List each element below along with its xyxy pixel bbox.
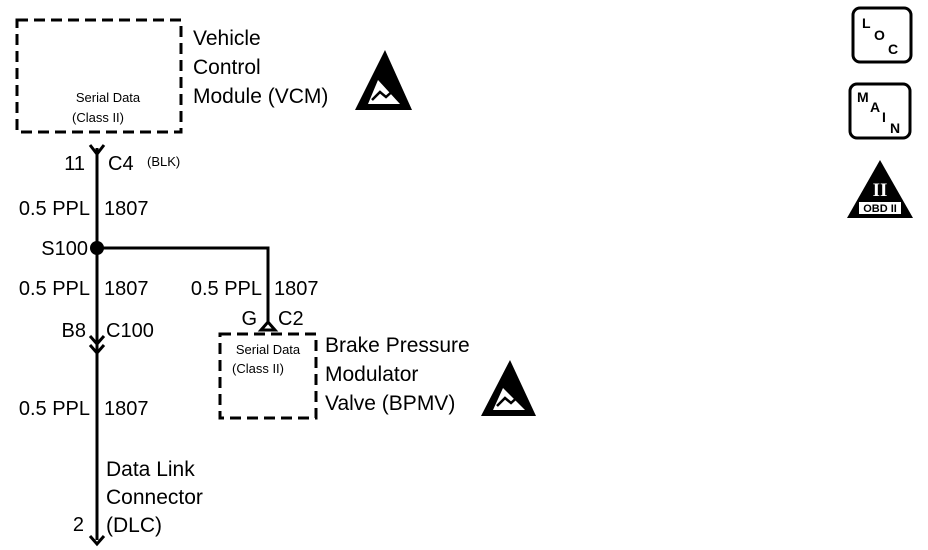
dlc-title-line-1: Data Link — [106, 458, 195, 481]
dlc-connector-mark — [88, 535, 106, 547]
bpmv-inner-line-1: Serial Data — [236, 342, 301, 357]
dlc-title-line-2: Connector — [106, 486, 203, 509]
dlc-pin: 2 — [73, 514, 84, 536]
obd-ii-icon: II OBD II — [847, 160, 913, 218]
vcm-box — [15, 18, 183, 134]
branch-wire — [97, 246, 270, 322]
dlc-abbr: (DLC) — [106, 514, 162, 537]
bpmv-title-line-1: Brake Pressure — [325, 334, 470, 357]
wire-2-gauge: 0.5 PPL — [19, 278, 90, 300]
esd-icon — [481, 360, 536, 416]
vcm-title-line-2: Control — [193, 56, 261, 79]
main-icon: M A I N — [848, 82, 912, 140]
loc-icon: L O C — [851, 6, 913, 64]
bpmv-inner-line-2: (Class II) — [232, 361, 284, 376]
c100-label: C100 — [106, 320, 154, 342]
bpmv-title-line-2: Modulator — [325, 363, 418, 386]
wire-1-gauge: 0.5 PPL — [19, 198, 90, 220]
wire-3-circuit: 1807 — [274, 278, 319, 300]
c100-connector-mark-2 — [88, 344, 106, 356]
c100-pin: B8 — [62, 320, 86, 342]
wire-2-circuit: 1807 — [104, 278, 149, 300]
c4-connector-mark — [88, 144, 106, 157]
bpmv-pin: G — [241, 308, 257, 330]
svg-text:OBD II: OBD II — [863, 203, 897, 215]
bpmv-box — [218, 332, 318, 420]
vcm-connector-label: C4 — [108, 153, 134, 175]
vcm-inner-line-1: Serial Data — [76, 90, 141, 105]
svg-text:O: O — [874, 27, 885, 43]
wire-3-gauge: 0.5 PPL — [191, 278, 262, 300]
svg-text:N: N — [890, 120, 900, 136]
vcm-connector-color: (BLK) — [147, 154, 180, 169]
bpmv-title-line-3: Valve (BPMV) — [325, 392, 455, 415]
wire-1-circuit: 1807 — [104, 198, 149, 220]
svg-text:L: L — [862, 15, 871, 31]
vcm-title-line-1: Vehicle — [193, 27, 261, 50]
vcm-pin: 11 — [64, 153, 85, 175]
wire-4-circuit: 1807 — [104, 398, 149, 420]
vcm-inner-line-2: (Class II) — [72, 110, 124, 125]
splice-label: S100 — [41, 238, 88, 260]
wire-4-gauge: 0.5 PPL — [19, 398, 90, 420]
bpmv-connector-label: C2 — [278, 308, 304, 330]
svg-text:A: A — [870, 99, 880, 115]
svg-text:M: M — [857, 89, 869, 105]
svg-text:C: C — [888, 41, 898, 57]
esd-icon — [355, 50, 412, 110]
c100-connector-mark — [88, 335, 106, 347]
svg-text:I: I — [882, 109, 886, 125]
vcm-title-line-3: Module (VCM) — [193, 85, 328, 108]
c2-connector-mark — [257, 319, 279, 332]
svg-text:II: II — [873, 180, 888, 201]
